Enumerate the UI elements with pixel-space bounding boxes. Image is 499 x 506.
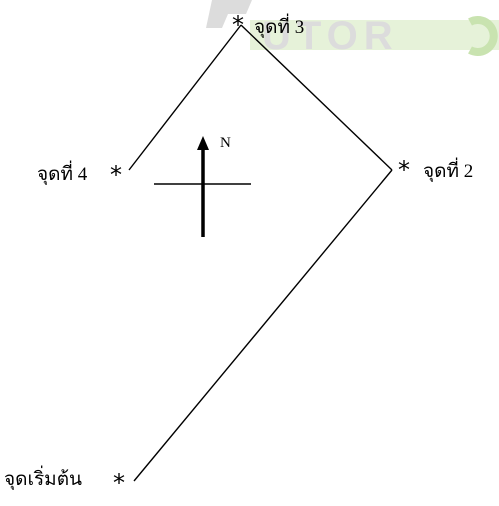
north-arrow-icon bbox=[197, 136, 209, 150]
p3-label: จุดที่ 3 bbox=[254, 17, 305, 38]
leg-p3-to-p4 bbox=[128, 24, 242, 171]
compass bbox=[154, 136, 251, 237]
watermark-text: UTOR bbox=[262, 14, 399, 58]
p4-label: จุดที่ 4 bbox=[37, 164, 88, 185]
watermark-accent bbox=[468, 16, 498, 56]
p4-marker: * bbox=[110, 161, 122, 189]
start-label: จุดเริ่มต้น bbox=[4, 469, 83, 490]
leg-start-to-p2 bbox=[133, 169, 393, 482]
north-label: N bbox=[220, 135, 231, 151]
leg-p2-to-p3 bbox=[240, 24, 393, 171]
watermark-band bbox=[250, 20, 499, 50]
p3-marker: * bbox=[232, 11, 244, 39]
p2-label: จุดที่ 2 bbox=[423, 161, 474, 182]
start-marker: * bbox=[113, 469, 125, 497]
p2-marker: * bbox=[398, 156, 410, 184]
watermark-logo-mark bbox=[206, 0, 252, 28]
